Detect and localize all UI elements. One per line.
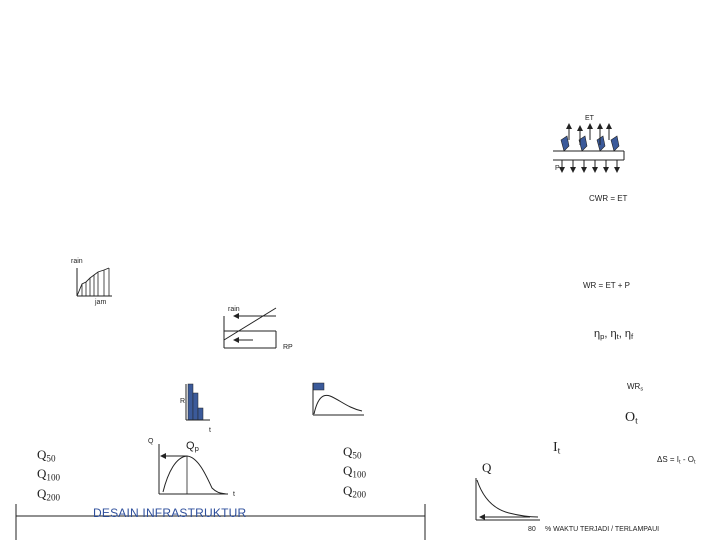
qp-label: Qp (186, 440, 199, 453)
rain-label-2: rain (228, 306, 240, 313)
hydrograph-small (312, 382, 364, 416)
rain-rp-graph (223, 307, 277, 349)
crop-et-icon (553, 123, 625, 173)
rp-label: RP (283, 344, 293, 351)
t-label-2: t (233, 491, 235, 498)
et-label: ET (585, 115, 594, 122)
efficiency-label: ηp, ηt, ηf (594, 328, 634, 341)
q100-left: Q100 (37, 466, 61, 483)
plant-icon (610, 135, 620, 152)
design-discharge-list-left: Q50 Q100 Q200 (37, 447, 60, 505)
q50-right: Q50 (343, 444, 362, 461)
cwr-label: CWR = ET (589, 194, 628, 203)
q200-right: Q200 (343, 482, 367, 499)
t-label-1: t (209, 427, 211, 434)
wrs-label: WRs (627, 382, 644, 393)
it-label: It (553, 440, 561, 457)
rainfall-histogram (185, 383, 210, 421)
q200-left: Q200 (37, 485, 61, 502)
exceedance-axis-label: % WAKTU TERJADI / TERLAMPAUI (545, 526, 660, 533)
design-bracket (15, 504, 426, 540)
p-label: P (555, 165, 560, 172)
r-label: R (180, 398, 186, 405)
q-duration-label: Q (482, 460, 492, 475)
ot-label: Ot (625, 410, 638, 427)
storage-balance-label: ΔS = It - Ot (657, 455, 696, 466)
plant-icon (560, 135, 570, 152)
q50-left: Q50 (37, 447, 56, 464)
desain-infrastruktur-title: DESAIN INFRASTRUKTUR (93, 506, 247, 520)
q-axis-label: Q (148, 438, 154, 445)
rain-label: rain (71, 258, 83, 265)
jam-label: jam (95, 299, 107, 306)
q100-right: Q100 (343, 463, 367, 480)
wr-label: WR = ET + P (583, 281, 630, 290)
rain-cumulative-graph (76, 267, 112, 297)
hydrograph-qp (158, 444, 228, 495)
flow-duration-curve (475, 478, 540, 521)
plant-icon (596, 135, 606, 152)
eighty-label: 80 (528, 526, 536, 533)
design-discharge-list-right: Q50 Q100 Q200 (343, 444, 366, 502)
